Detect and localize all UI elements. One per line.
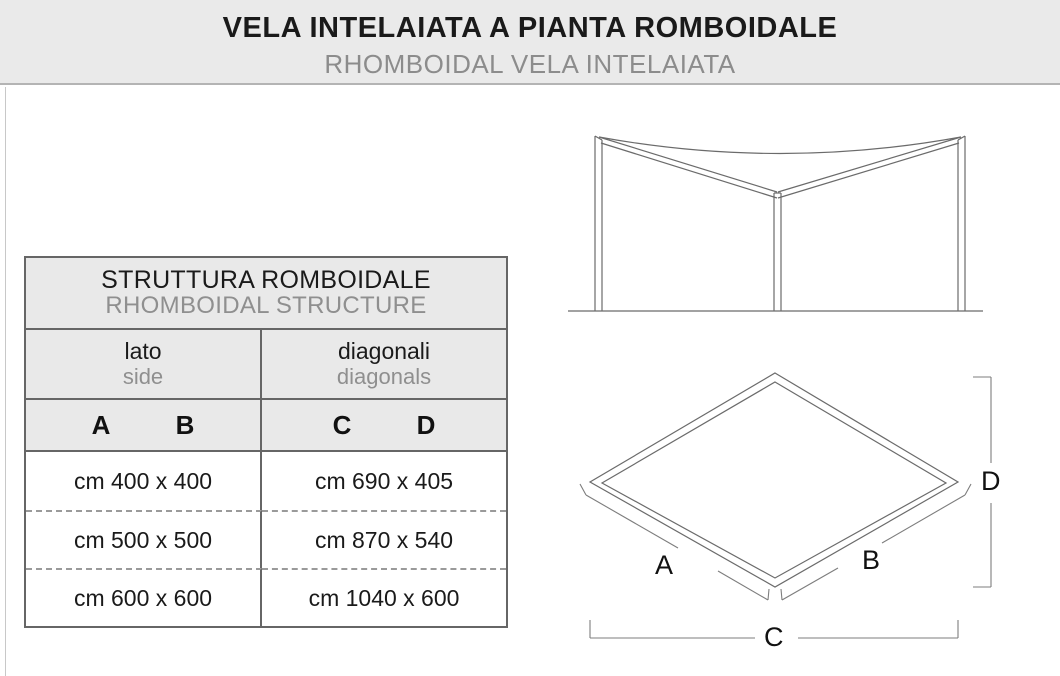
- cell-diagonals-value: cm 1040 x 600: [308, 584, 460, 611]
- post-right: [957, 135, 966, 311]
- letter-header-diagonals: C D: [262, 400, 506, 450]
- cell-diagonals: cm 1040 x 600: [262, 568, 506, 626]
- table-header-title-row: STRUTTURA ROMBOIDALE RHOMBOIDAL STRUCTUR…: [26, 258, 506, 330]
- dimension-line-d: [973, 376, 992, 588]
- dimension-label-b: B: [862, 545, 881, 575]
- dimension-tick-b-end: [964, 483, 972, 496]
- column-header-side-english: side: [122, 364, 164, 389]
- column-header-diagonals-italian: diagonali: [337, 337, 431, 364]
- dimension-tick-a-start: [579, 483, 587, 496]
- dimension-line-a: [579, 483, 770, 601]
- rhombus-inner: [600, 381, 948, 579]
- table-row: cm 600 x 600 cm 1040 x 600: [26, 568, 506, 626]
- dimension-line-b: [780, 483, 972, 601]
- plan-svg: [579, 372, 992, 639]
- dimension-label-c: C: [764, 622, 784, 652]
- table-title-cell: STRUTTURA ROMBOIDALE RHOMBOIDAL STRUCTUR…: [26, 258, 506, 328]
- table-title-english: RHOMBOIDAL STRUCTURE: [105, 291, 427, 319]
- sail-frame-right: [777, 136, 962, 199]
- dimension-tick-a-end: [767, 588, 770, 601]
- page-title-italian: VELA INTELAIATA A PIANTA ROMBOIDALE: [222, 12, 838, 44]
- sail-fabric-curve: [598, 136, 962, 155]
- cell-side: cm 600 x 600: [26, 568, 262, 626]
- table-row: cm 500 x 500 cm 870 x 540: [26, 510, 506, 568]
- dimension-label-d: D: [981, 466, 1001, 496]
- column-header-diagonals-english: diagonals: [336, 364, 432, 389]
- post-left: [594, 135, 603, 311]
- rhombus-outer: [588, 372, 960, 588]
- specification-table: STRUTTURA ROMBOIDALE RHOMBOIDAL STRUCTUR…: [24, 256, 508, 628]
- cell-side-value: cm 400 x 400: [73, 467, 213, 494]
- table-letter-header-row: A B C D: [26, 400, 506, 452]
- post-center: [773, 192, 782, 311]
- table-column-header-row: lato side diagonali diagonals: [26, 330, 506, 400]
- dimension-label-a: A: [655, 550, 674, 580]
- table-row: cm 400 x 400 cm 690 x 405: [26, 452, 506, 510]
- cell-side: cm 400 x 400: [26, 452, 262, 510]
- elevation-svg: [568, 135, 983, 312]
- letter-a: A: [91, 409, 111, 440]
- header-band: VELA INTELAIATA A PIANTA ROMBOIDALE RHOM…: [0, 0, 1060, 85]
- cell-side: cm 500 x 500: [26, 510, 262, 568]
- cell-diagonals: cm 870 x 540: [262, 510, 506, 568]
- dimension-tick-b-start: [780, 588, 783, 601]
- sail-frame-left: [598, 136, 778, 199]
- letter-d: D: [416, 409, 436, 440]
- cell-side-value: cm 500 x 500: [73, 526, 213, 553]
- cell-diagonals-value: cm 690 x 405: [314, 467, 454, 494]
- table-title-italian: STRUTTURA ROMBOIDALE: [101, 265, 431, 294]
- cell-diagonals-value: cm 870 x 540: [314, 526, 454, 553]
- column-header-side: lato side: [26, 330, 262, 398]
- column-header-side-italian: lato: [124, 337, 162, 364]
- column-header-diagonals: diagonali diagonals: [262, 330, 506, 398]
- dimension-line-c: [589, 620, 959, 639]
- letter-c: C: [332, 409, 352, 440]
- plan-view: A B C D: [550, 355, 1060, 670]
- page-left-rule: [5, 87, 6, 676]
- page-title-english: RHOMBOIDAL VELA INTELAIATA: [324, 49, 736, 79]
- letter-b: B: [175, 409, 195, 440]
- elevation-view: [555, 120, 995, 335]
- letter-header-side: A B: [26, 400, 262, 450]
- cell-side-value: cm 600 x 600: [73, 584, 213, 611]
- cell-diagonals: cm 690 x 405: [262, 452, 506, 510]
